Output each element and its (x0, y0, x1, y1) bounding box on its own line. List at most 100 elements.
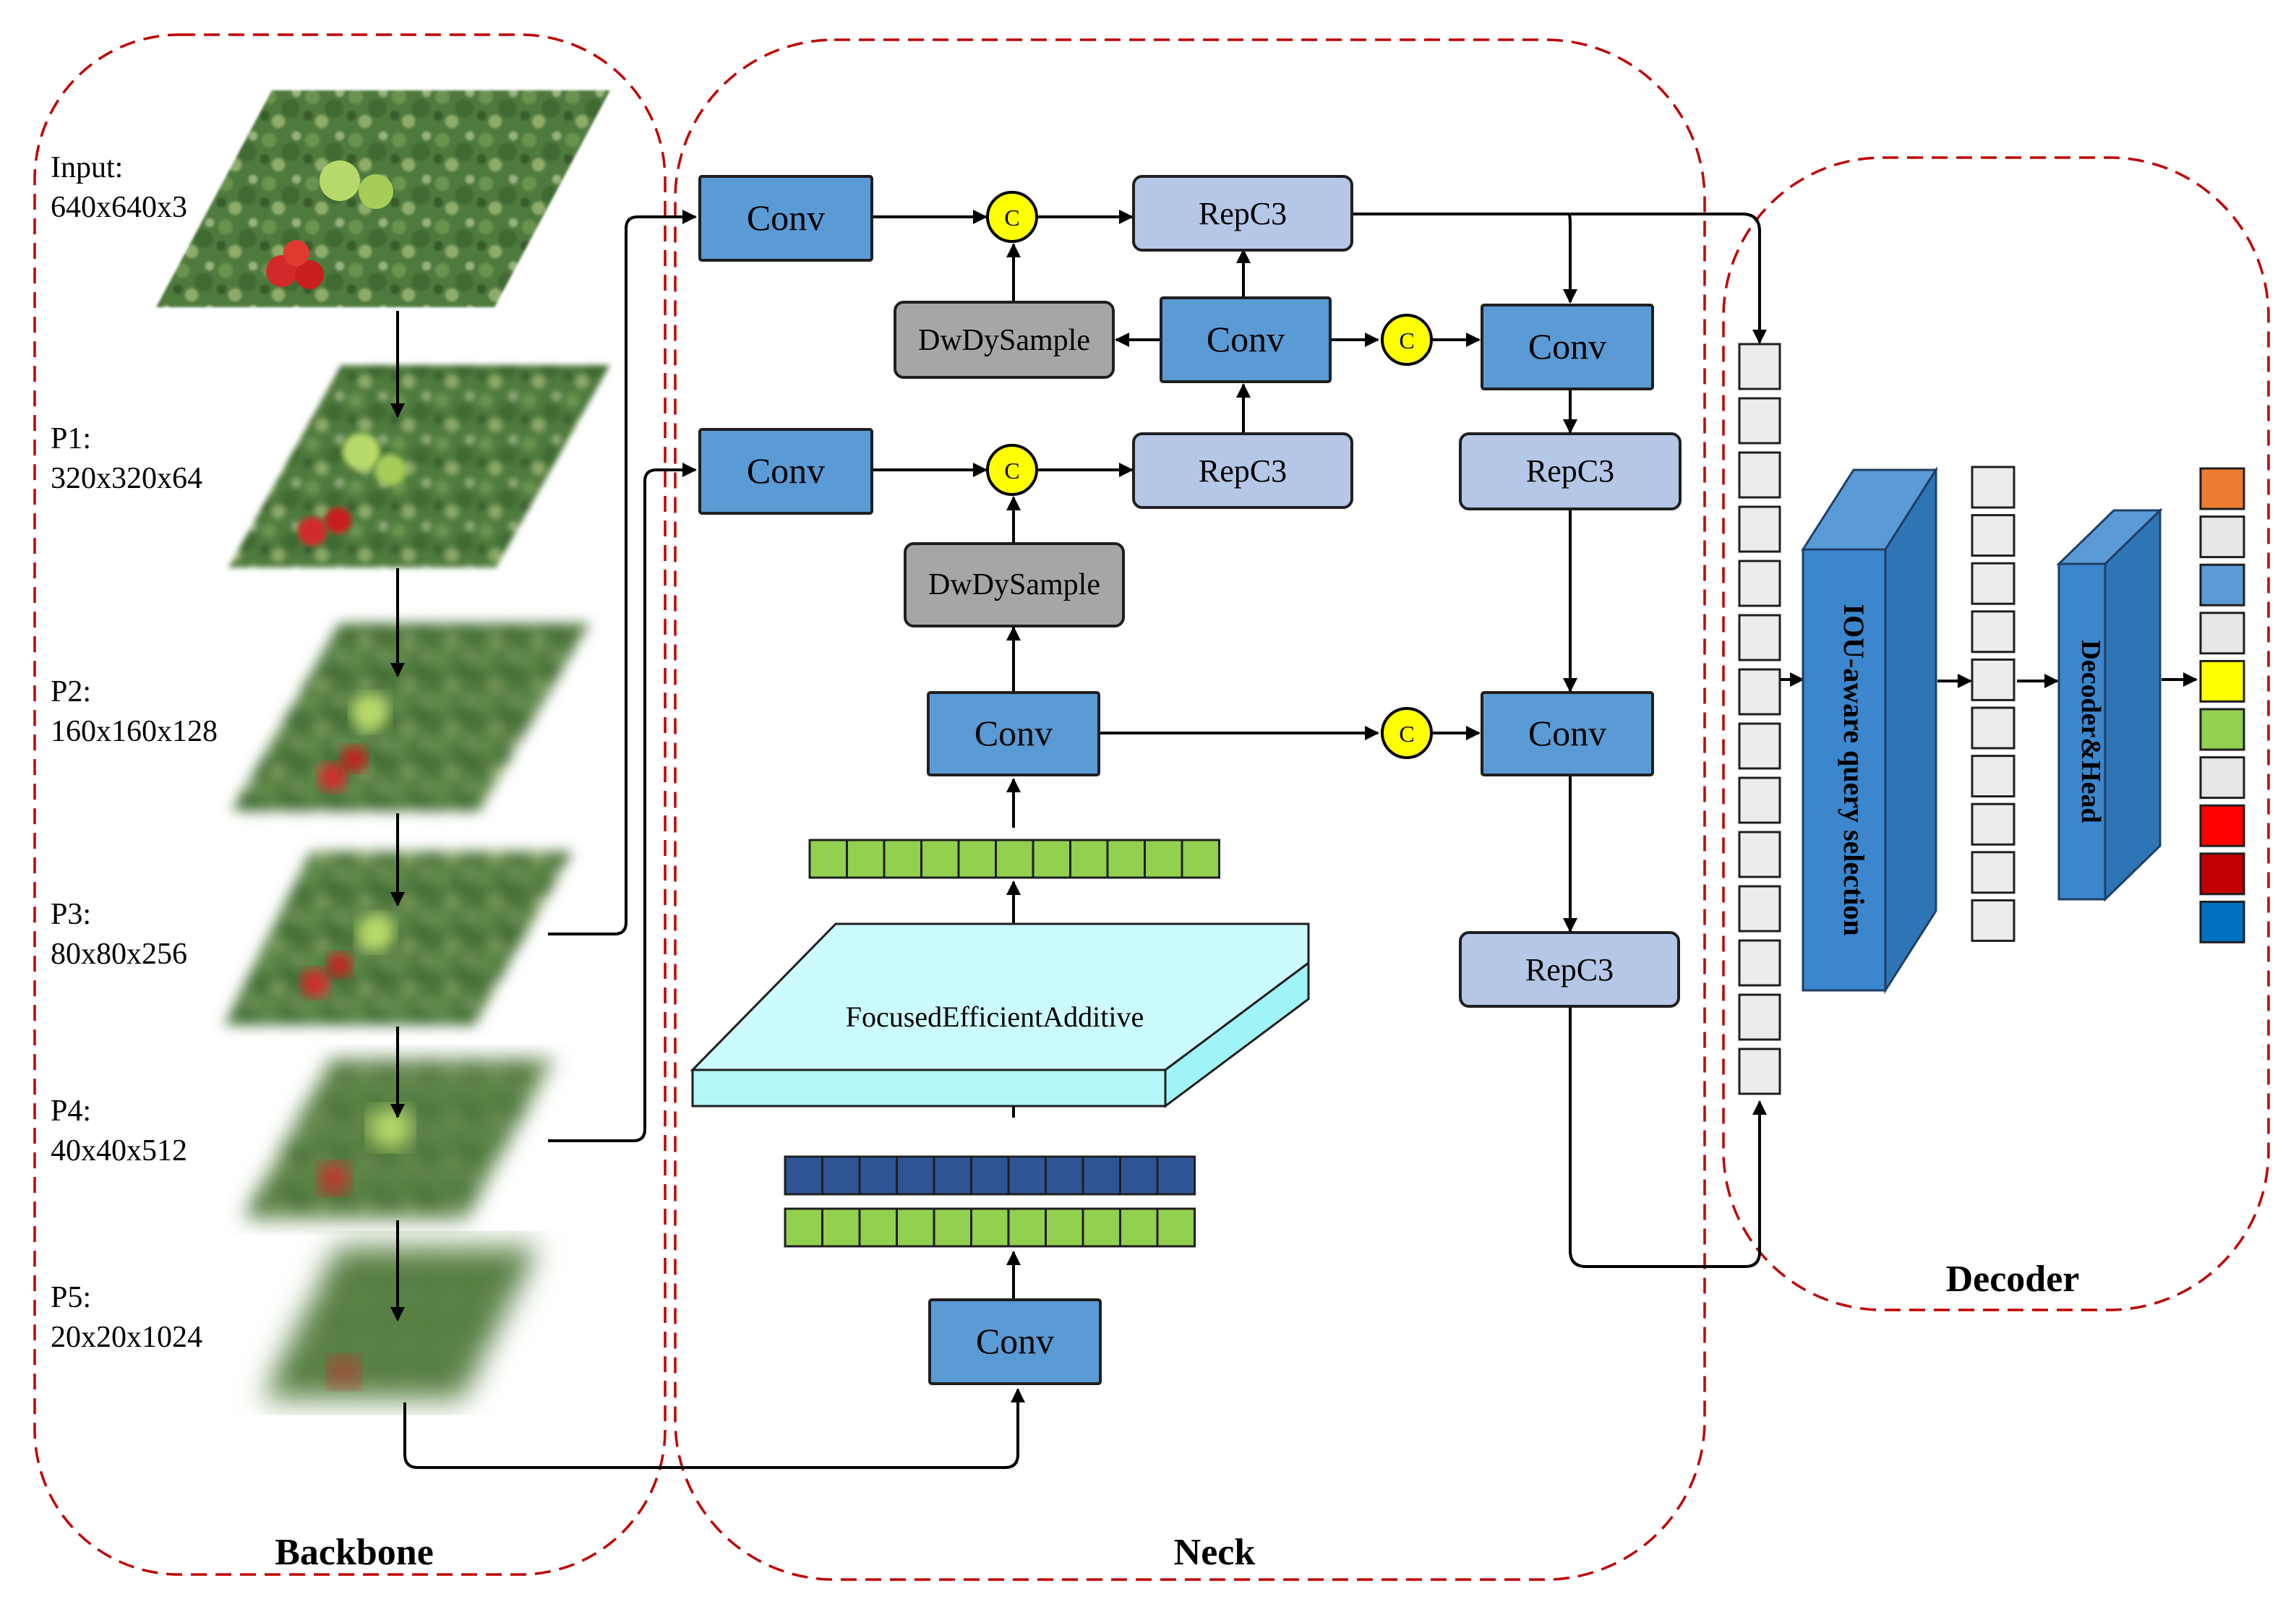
navy-token (1156, 1155, 1196, 1196)
selected-query-token (1971, 802, 2016, 846)
concat-1: C (986, 191, 1038, 243)
p2-size: 160x160x128 (51, 715, 218, 748)
selected-query-token (1971, 610, 2016, 654)
conv-p3[interactable]: Conv (698, 175, 873, 262)
decoder-head-block[interactable]: Decoder&Head (2056, 507, 2163, 902)
green-token (995, 839, 1035, 879)
concat-4: C (1381, 707, 1433, 759)
repc3-right-2[interactable]: RepC3 (1459, 931, 1680, 1008)
output-token (2199, 563, 2245, 607)
query-token (1738, 776, 1781, 824)
repc3-top-2[interactable]: RepC3 (1132, 432, 1353, 509)
svg-text:C: C (1399, 721, 1414, 747)
backbone-labels: Input: 640x640x3 P1: 320x320x64 P2: 160x… (51, 151, 218, 1354)
svg-text:Conv: Conv (747, 450, 825, 491)
decoder-region (1722, 156, 2270, 1311)
svg-text:Conv: Conv (1528, 713, 1606, 753)
svg-text:C: C (1004, 458, 1019, 484)
p3-image (224, 852, 573, 1025)
output-token (2199, 467, 2245, 510)
output-token (2199, 708, 2245, 751)
navy-token (896, 1155, 935, 1196)
svg-text:RepC3: RepC3 (1526, 453, 1614, 489)
output-column (2199, 467, 2245, 943)
output-token (2199, 756, 2245, 800)
decoder-title: Decoder (1946, 1259, 2080, 1300)
green-token (970, 1207, 1010, 1248)
navy-token (858, 1155, 898, 1196)
token-strip-navy (784, 1155, 1196, 1196)
p2-image (231, 623, 590, 811)
dwdysample-1[interactable]: DwDySample (894, 301, 1115, 379)
green-token (1181, 839, 1220, 879)
dwdysample-2[interactable]: DwDySample (904, 542, 1125, 627)
p3-size: 80x80x256 (51, 938, 187, 971)
svg-text:RepC3: RepC3 (1199, 453, 1287, 489)
navy-token (933, 1155, 972, 1196)
green-token (1069, 839, 1109, 879)
selected-query-token (1971, 514, 2016, 557)
concat-3: C (1381, 314, 1433, 366)
repc3-top-1[interactable]: RepC3 (1132, 175, 1353, 252)
selected-query-token (1971, 658, 2016, 701)
query-token (1738, 560, 1781, 607)
svg-text:Conv: Conv (1207, 319, 1285, 359)
svg-text:RepC3: RepC3 (1199, 196, 1287, 231)
selected-query-token (1971, 851, 2016, 894)
neck-title: Neck (1174, 1532, 1256, 1573)
neck-region (674, 38, 1706, 1581)
navy-token (821, 1155, 861, 1196)
p5-size: 20x20x1024 (51, 1321, 202, 1354)
token-strip-bottom-green (784, 1207, 1196, 1248)
conv-right-2[interactable]: Conv (1481, 691, 1654, 776)
green-token (1081, 1207, 1121, 1248)
output-token (2199, 659, 2245, 703)
green-token (883, 839, 922, 879)
svg-text:C: C (1004, 205, 1019, 231)
p5-label: P5: (51, 1281, 91, 1314)
repc3-right-1[interactable]: RepC3 (1459, 432, 1682, 510)
green-token (1119, 1207, 1159, 1248)
decoder-modules: IOU-aware query selection Decoder&Head (1738, 343, 2245, 1095)
focused-efficient-additive-block[interactable]: FocusedEfficientAdditive (690, 922, 1310, 1108)
green-token (1144, 839, 1183, 879)
green-token (1156, 1207, 1196, 1248)
selected-query-token (1971, 899, 2016, 942)
green-token (933, 1207, 972, 1248)
output-token (2199, 852, 2245, 896)
green-token (1007, 1207, 1047, 1248)
green-token (846, 839, 886, 879)
p3-label: P3: (51, 898, 91, 931)
selected-query-token (1971, 706, 2016, 750)
query-token (1738, 668, 1781, 716)
conv-mid-2[interactable]: Conv (927, 691, 1100, 776)
query-token (1738, 939, 1781, 987)
query-token-column (1738, 343, 1781, 1095)
navy-token (784, 1155, 823, 1196)
iou-aware-query-selection-block[interactable]: IOU-aware query selection (1801, 466, 1938, 995)
green-token (1032, 839, 1071, 879)
svg-text:DwDySample: DwDySample (918, 324, 1090, 357)
green-token (821, 1207, 861, 1248)
green-token (920, 839, 960, 879)
conv-right-1[interactable]: Conv (1481, 304, 1654, 390)
svg-text:C: C (1399, 327, 1414, 354)
navy-token (1007, 1155, 1047, 1196)
conv-mid-1[interactable]: Conv (1160, 296, 1332, 383)
concat-2: C (986, 444, 1038, 496)
svg-text:Decoder&Head: Decoder&Head (2076, 640, 2106, 823)
selected-query-token (1971, 755, 2016, 798)
navy-token (970, 1155, 1010, 1196)
svg-text:Conv: Conv (1528, 326, 1606, 367)
input-label: Input: (51, 151, 123, 184)
green-token (808, 839, 848, 879)
svg-text:IOU-aware query selection: IOU-aware query selection (1838, 604, 1870, 935)
svg-text:Conv: Conv (974, 713, 1053, 753)
green-token (858, 1207, 898, 1248)
query-token (1738, 993, 1781, 1041)
conv-bottom[interactable]: Conv (928, 1298, 1102, 1385)
conv-p4[interactable]: Conv (698, 428, 873, 515)
p1-image (228, 365, 610, 567)
navy-token (1081, 1155, 1121, 1196)
